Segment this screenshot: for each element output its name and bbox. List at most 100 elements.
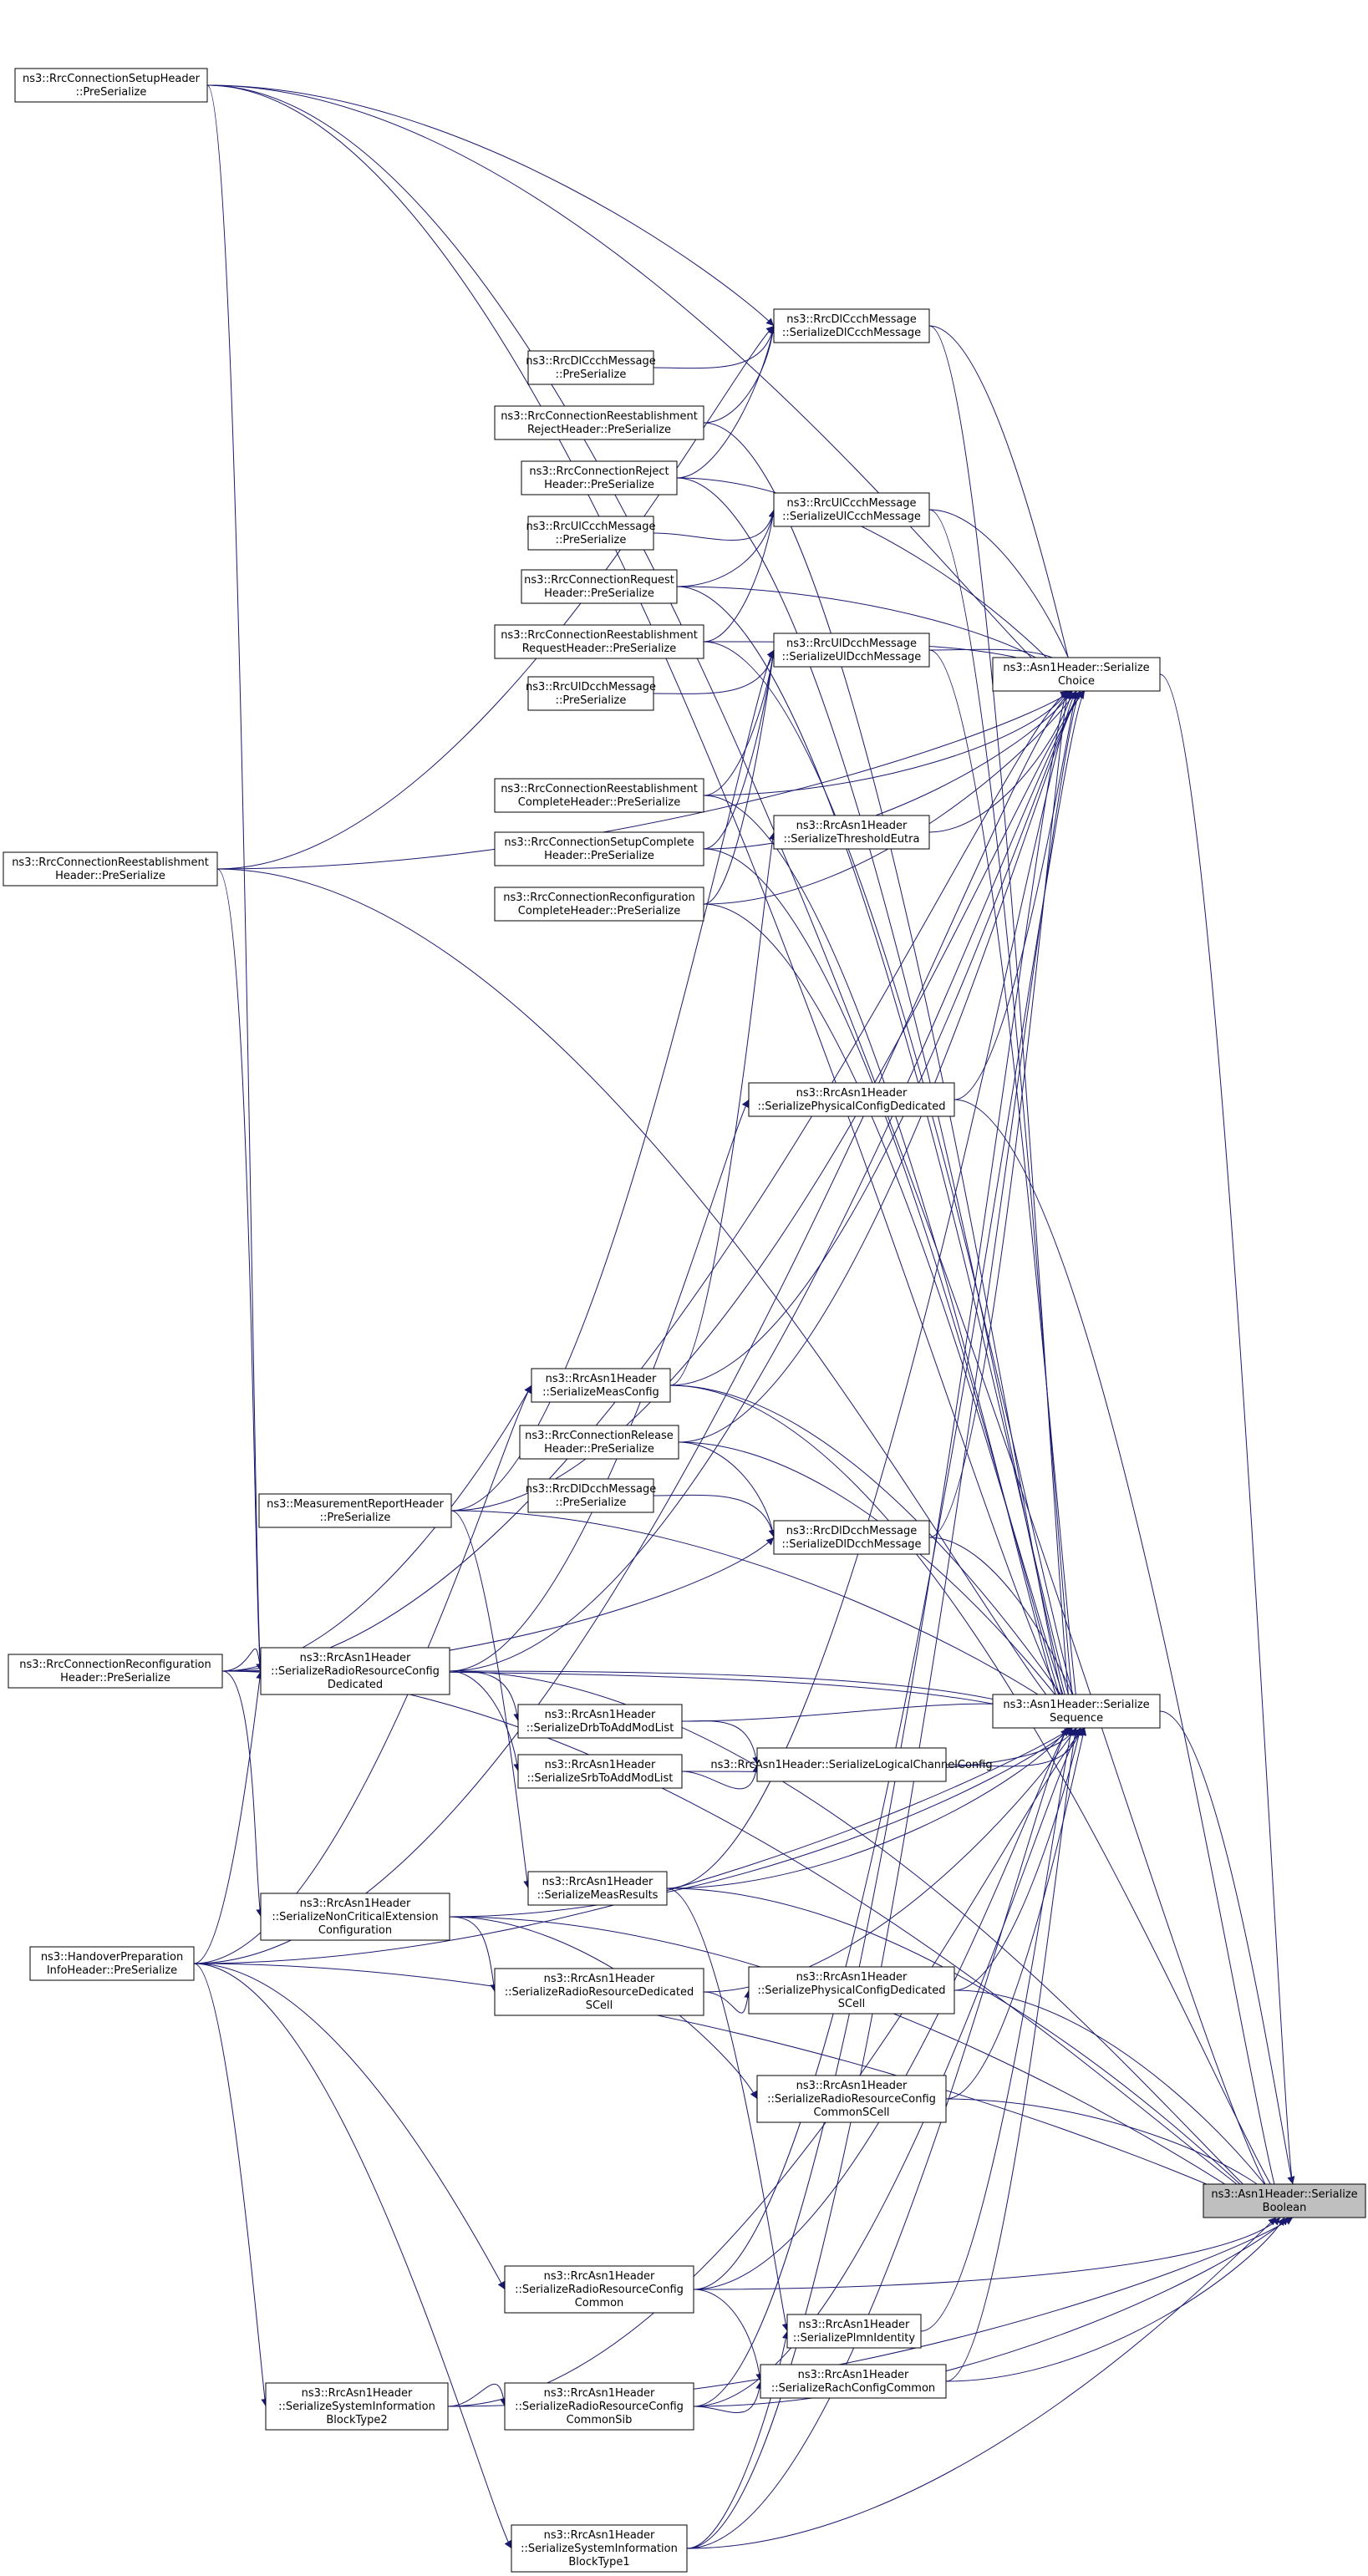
node-uldcch_pre[interactable]: ns3::RrcUlDcchMessage::PreSerialize — [526, 676, 656, 711]
edge-handover_pre-to-sib1 — [193, 1963, 512, 2549]
node-label-line: ns3::RrcConnectionSetupHeader — [23, 73, 201, 85]
node-reconf_complete_pre[interactable]: ns3::RrcConnectionReconfigurationComplet… — [494, 887, 704, 922]
node-box[interactable] — [786, 2314, 922, 2349]
node-label-line: ns3::RrcDlDcchMessage — [786, 1525, 917, 1537]
node-rr_ded_scell[interactable]: ns3::RrcAsn1Header::SerializeRadioResour… — [494, 1968, 704, 2016]
node-dlccch_pre[interactable]: ns3::RrcDlCcchMessage::PreSerialize — [526, 350, 656, 385]
node-setup_complete_pre[interactable]: ns3::RrcConnectionSetupCompleteHeader::P… — [494, 831, 704, 866]
node-box[interactable] — [760, 2364, 947, 2399]
node-box[interactable] — [773, 492, 930, 527]
node-rr_common_scell[interactable]: ns3::RrcAsn1Header::SerializeRadioResour… — [756, 2075, 947, 2123]
node-meas_report_pre[interactable]: ns3::MeasurementReportHeader::PreSeriali… — [258, 1493, 452, 1528]
node-dldcch_ser[interactable]: ns3::RrcDlDcchMessage::SerializeDlDcchMe… — [773, 1520, 930, 1555]
node-box[interactable] — [504, 2265, 694, 2314]
node-meas_config[interactable]: ns3::RrcAsn1Header::SerializeMeasConfig — [531, 1368, 671, 1403]
node-box[interactable] — [773, 815, 930, 850]
node-box[interactable] — [517, 1754, 683, 1789]
node-box[interactable] — [260, 1647, 450, 1695]
node-ulccch_ser[interactable]: ns3::RrcUlCcchMessage::SerializeUlCcchMe… — [773, 492, 930, 527]
node-phys_ded[interactable]: ns3::RrcAsn1Header::SerializePhysicalCon… — [748, 1082, 955, 1117]
node-box[interactable] — [527, 516, 654, 551]
node-phys_ded_scell[interactable]: ns3::RrcAsn1Header::SerializePhysicalCon… — [748, 1966, 955, 2015]
node-box[interactable] — [773, 633, 930, 668]
node-box[interactable] — [527, 1478, 654, 1513]
node-dlccch_ser[interactable]: ns3::RrcDlCcchMessage::SerializeDlCcchMe… — [773, 308, 930, 343]
node-reest_reject_pre[interactable]: ns3::RrcConnectionReestablishmentRejectH… — [494, 405, 704, 440]
node-label-line: RejectHeader::PreSerialize — [527, 424, 671, 436]
node-plmn[interactable]: ns3::RrcAsn1Header::SerializePlmnIdentit… — [786, 2314, 922, 2349]
node-box[interactable] — [521, 569, 678, 604]
node-box[interactable] — [992, 1694, 1161, 1729]
node-rrc_setup_pre[interactable]: ns3::RrcConnectionSetupHeader::PreSerial… — [14, 68, 208, 103]
node-reest_pre[interactable]: ns3::RrcConnectionReestablishmentHeader:… — [3, 851, 218, 887]
node-box[interactable] — [494, 405, 704, 440]
node-reconf_pre[interactable]: ns3::RrcConnectionReconfigurationHeader:… — [8, 1654, 223, 1689]
node-reest_request_pre[interactable]: ns3::RrcConnectionReestablishmentRequest… — [494, 624, 704, 659]
node-thresh_eutra[interactable]: ns3::RrcAsn1Header::SerializeThresholdEu… — [773, 815, 930, 850]
edge-reest_request_pre-to-ulccch_ser — [703, 509, 777, 643]
node-drb[interactable]: ns3::RrcAsn1Header::SerializeDrbToAddMod… — [517, 1704, 683, 1739]
node-box[interactable] — [531, 1368, 671, 1403]
node-rr_common[interactable]: ns3::RrcAsn1Header::SerializeRadioResour… — [504, 2265, 694, 2314]
node-label-line: ns3::RrcAsn1Header::SerializeLogicalChan… — [710, 1759, 992, 1771]
node-box[interactable] — [527, 1871, 668, 1906]
nodes: ns3::RrcConnectionSetupHeader::PreSerial… — [3, 68, 1366, 2573]
node-box[interactable] — [265, 2382, 449, 2431]
node-box[interactable] — [3, 851, 218, 887]
node-box[interactable] — [511, 2524, 688, 2573]
edge-rr_common_sib-to-ser_bool — [693, 2217, 1289, 2407]
node-label-line: BlockType1 — [568, 2556, 629, 2568]
node-box[interactable] — [748, 1082, 955, 1117]
node-box[interactable] — [527, 676, 654, 711]
node-label-line: CompleteHeader::PreSerialize — [518, 796, 680, 809]
node-rach[interactable]: ns3::RrcAsn1Header::SerializeRachConfigC… — [760, 2364, 947, 2399]
node-box[interactable] — [527, 350, 654, 385]
node-ulccch_pre[interactable]: ns3::RrcUlCcchMessage::PreSerialize — [526, 516, 656, 551]
node-request_pre[interactable]: ns3::RrcConnectionRequestHeader::PreSeri… — [521, 569, 678, 604]
node-box[interactable] — [494, 778, 704, 813]
node-box[interactable] — [494, 831, 704, 866]
node-box[interactable] — [756, 1747, 947, 1782]
node-label-line: SCell — [838, 1998, 866, 2010]
node-box[interactable] — [748, 1966, 955, 2015]
node-release_pre[interactable]: ns3::RrcConnectionReleaseHeader::PreSeri… — [519, 1425, 679, 1460]
node-box[interactable] — [992, 657, 1161, 692]
node-handover_pre[interactable]: ns3::HandoverPreparationInfoHeader::PreS… — [29, 1946, 195, 1981]
node-box[interactable] — [8, 1654, 223, 1689]
node-box[interactable] — [1203, 2183, 1366, 2218]
node-box[interactable] — [494, 1968, 704, 2016]
node-sib2[interactable]: ns3::RrcAsn1Header::SerializeSystemInfor… — [265, 2382, 449, 2431]
node-box[interactable] — [519, 1425, 679, 1460]
node-dldcch_pre[interactable]: ns3::RrcDlDcchMessage::PreSerialize — [526, 1478, 656, 1513]
node-uldcch_ser[interactable]: ns3::RrcUlDcchMessage::SerializeUlDcchMe… — [773, 633, 930, 668]
node-box[interactable] — [494, 624, 704, 659]
node-rr_ded[interactable]: ns3::RrcAsn1Header::SerializeRadioResour… — [260, 1647, 450, 1695]
node-label-line: Header::PreSerialize — [544, 479, 654, 491]
node-label-line: ::SerializeUlCcchMessage — [782, 511, 921, 523]
node-reest_complete_pre[interactable]: ns3::RrcConnectionReestablishmentComplet… — [494, 778, 704, 813]
node-noncrit[interactable]: ns3::RrcAsn1Header::SerializeNonCritical… — [260, 1893, 450, 1941]
node-label-line: ns3::RrcConnectionReconfiguration — [19, 1659, 211, 1671]
node-box[interactable] — [521, 460, 678, 495]
node-box[interactable] — [29, 1946, 195, 1981]
node-rr_common_sib[interactable]: ns3::RrcAsn1Header::SerializeRadioResour… — [504, 2382, 694, 2431]
node-box[interactable] — [773, 308, 930, 343]
node-box[interactable] — [773, 1520, 930, 1555]
node-box[interactable] — [517, 1704, 683, 1739]
node-logical_ch[interactable]: ns3::RrcAsn1Header::SerializeLogicalChan… — [710, 1747, 993, 1782]
edge-rr_ded-to-drb — [449, 1670, 521, 1722]
node-box[interactable] — [14, 68, 208, 103]
node-sib1[interactable]: ns3::RrcAsn1Header::SerializeSystemInfor… — [511, 2524, 688, 2573]
node-box[interactable] — [260, 1893, 450, 1941]
node-box[interactable] — [756, 2075, 947, 2123]
node-reject_pre[interactable]: ns3::RrcConnectionRejectHeader::PreSeria… — [521, 460, 678, 495]
node-box[interactable] — [504, 2382, 694, 2431]
node-box[interactable] — [494, 887, 704, 922]
node-label-line: ::SerializeRadioResourceConfig — [767, 2093, 936, 2106]
node-srb[interactable]: ns3::RrcAsn1Header::SerializeSrbToAddMod… — [517, 1754, 683, 1789]
node-box[interactable] — [258, 1493, 452, 1528]
node-meas_results[interactable]: ns3::RrcAsn1Header::SerializeMeasResults — [527, 1871, 668, 1906]
